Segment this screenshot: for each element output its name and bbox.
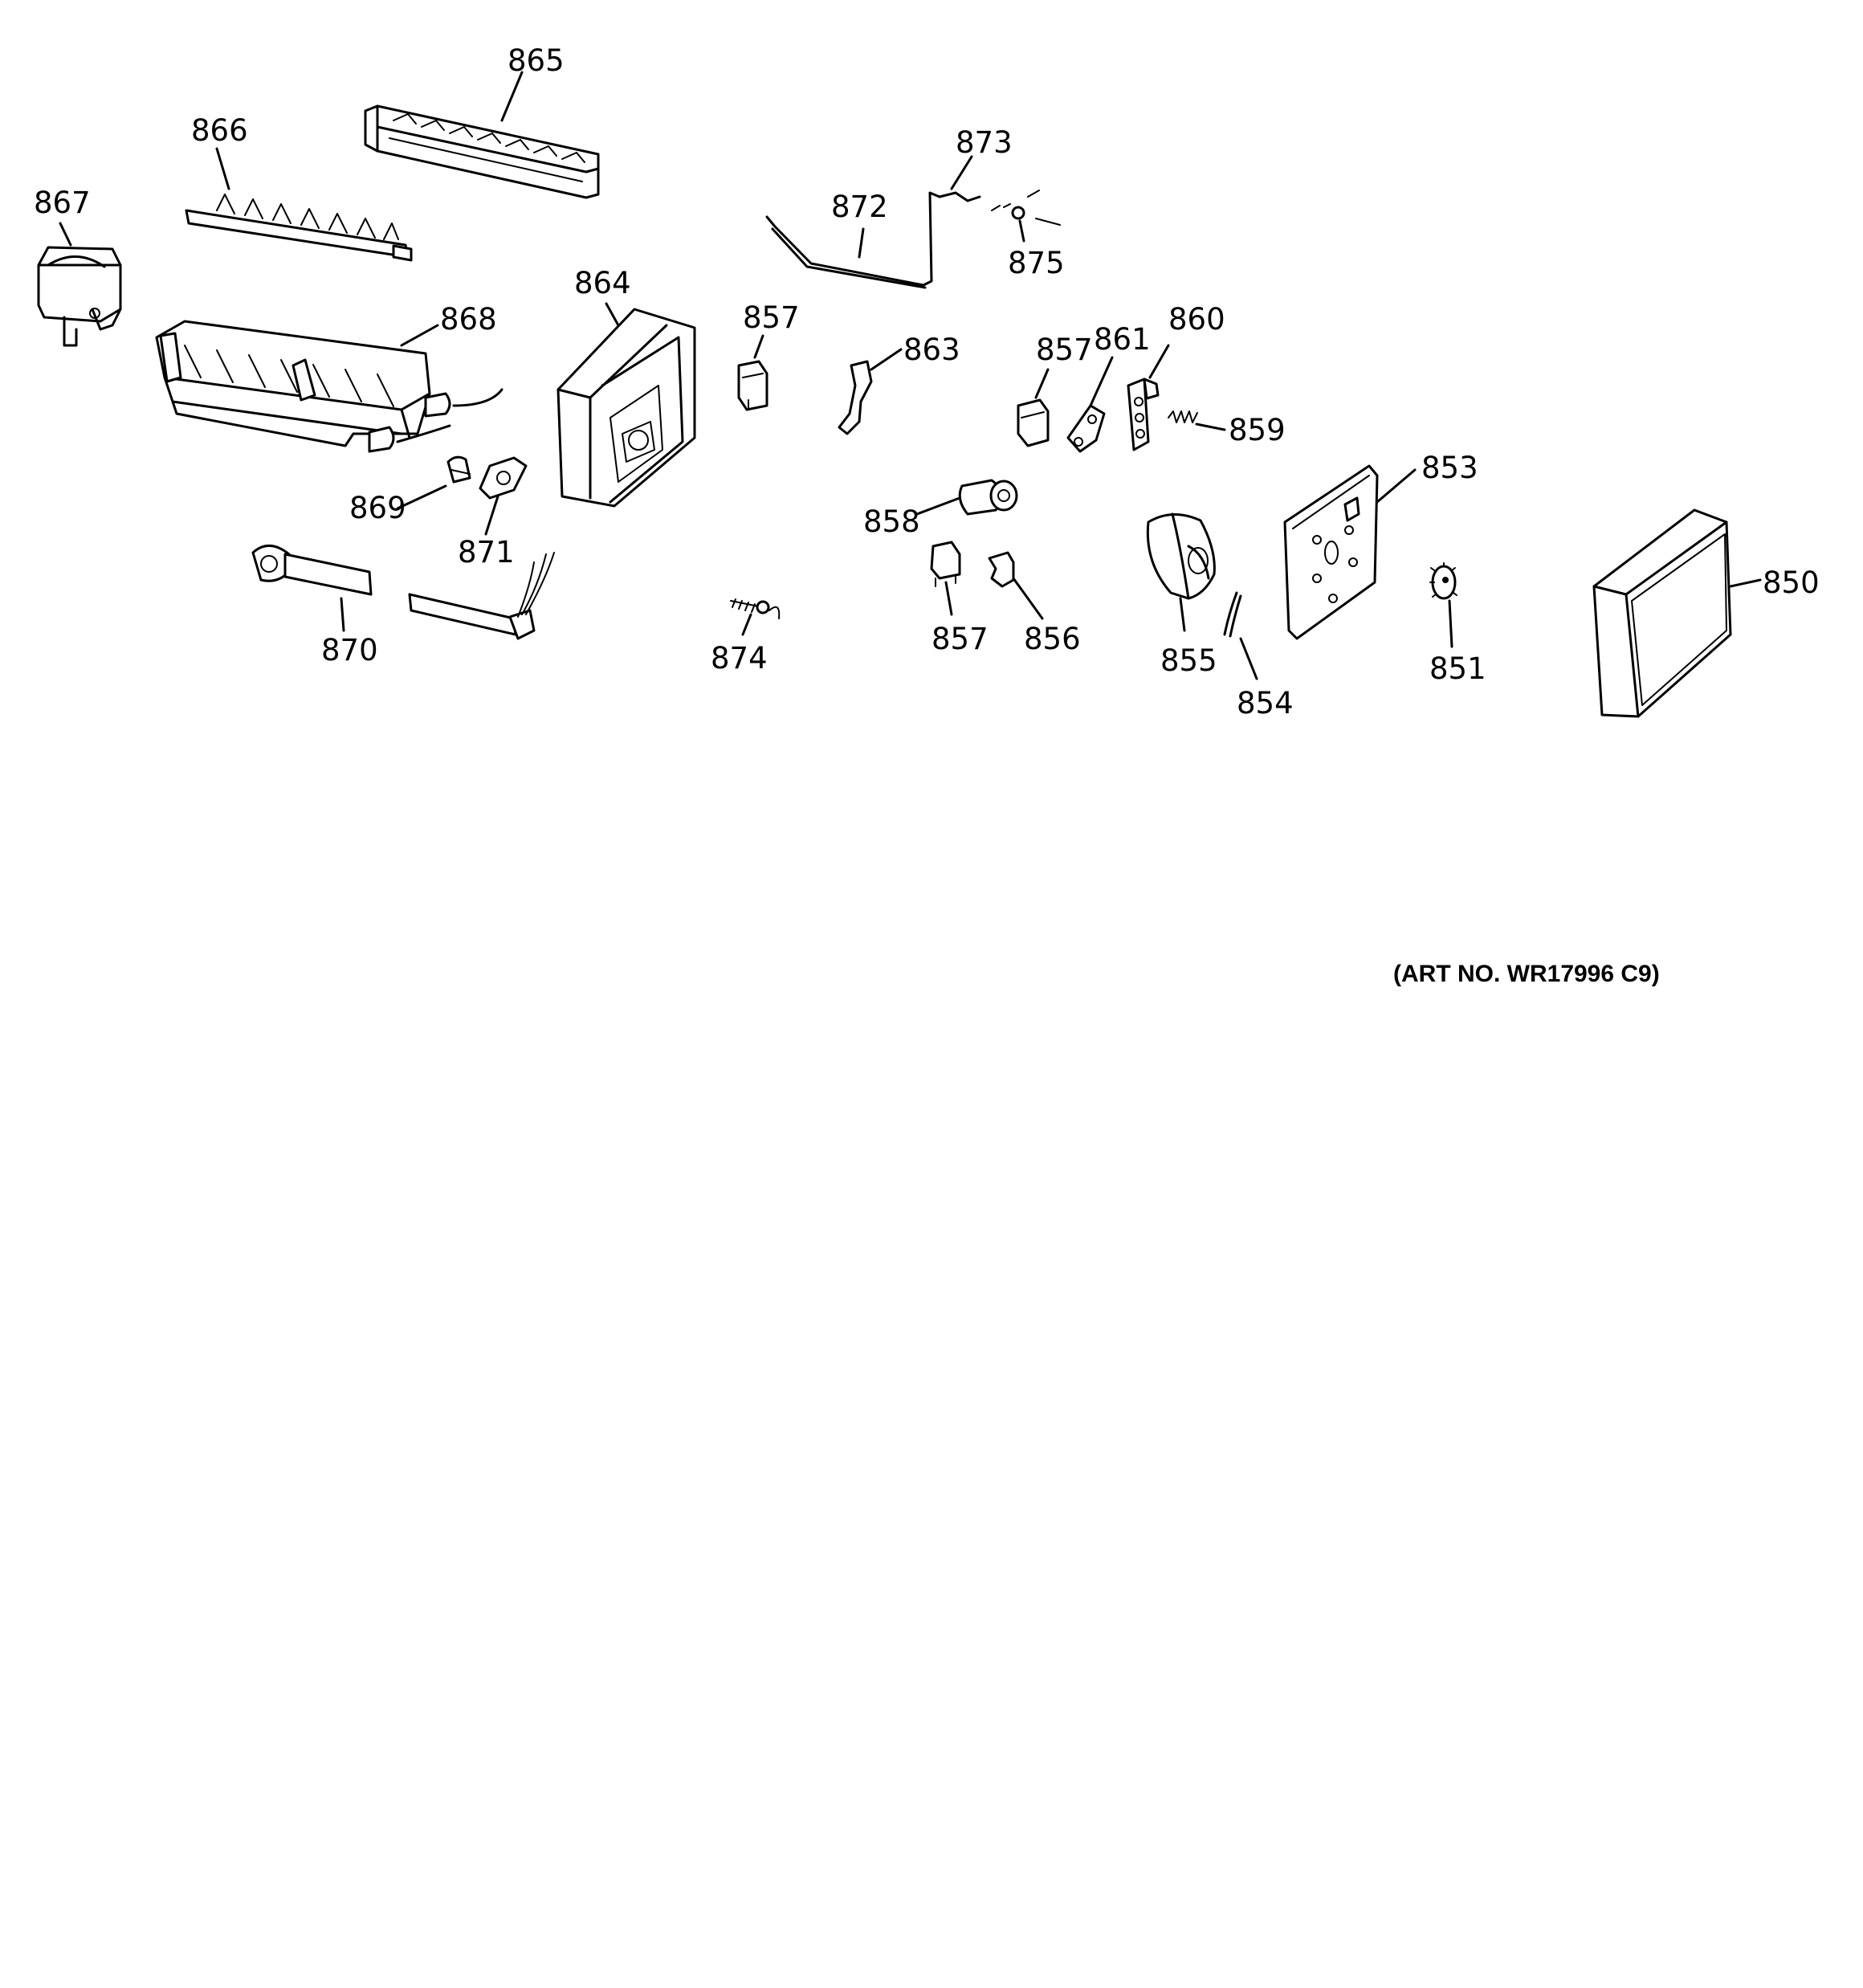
- callout-857-c: 857: [932, 622, 989, 656]
- part-859-spring: [1168, 410, 1226, 431]
- callout-868: 868: [440, 302, 497, 337]
- callout-871: 871: [458, 535, 515, 569]
- part-857-switch-a: [737, 334, 768, 411]
- part-857-switch-b: [1017, 368, 1050, 447]
- part-861-cam: [1066, 356, 1114, 453]
- part-868-mold: [155, 320, 503, 453]
- callout-874: 874: [711, 641, 768, 676]
- callout-858: 858: [863, 504, 920, 539]
- part-864-housing: [556, 302, 696, 508]
- part-851-gear: [1429, 562, 1457, 648]
- part-865-stripper: [364, 71, 600, 199]
- part-871: [479, 456, 528, 536]
- part-866-ejector: [185, 147, 413, 262]
- part-863-lever: [838, 348, 903, 435]
- callout-856: 856: [1024, 622, 1081, 656]
- callout-850: 850: [1763, 565, 1820, 600]
- callout-854: 854: [1237, 686, 1294, 720]
- callout-851: 851: [1429, 651, 1486, 686]
- part-874-screw: [730, 598, 781, 636]
- callout-865: 865: [508, 43, 565, 78]
- part-872-arm: [765, 191, 941, 289]
- callout-861: 861: [1094, 322, 1151, 357]
- callout-859: 859: [1229, 413, 1286, 447]
- part-867-cover: [37, 222, 122, 347]
- part-860-bracket: [1127, 344, 1170, 451]
- callout-866: 866: [191, 113, 248, 148]
- wire-harness: [408, 552, 555, 640]
- part-875: [991, 190, 1061, 243]
- callout-870: 870: [321, 633, 378, 667]
- part-850-cover: [1592, 508, 1762, 718]
- part-855-motor: [1146, 512, 1216, 632]
- callout-857-b: 857: [1036, 333, 1093, 367]
- callout-869: 869: [349, 491, 406, 525]
- part-869: [396, 455, 471, 510]
- callout-853: 853: [1421, 451, 1478, 485]
- callout-872: 872: [831, 190, 888, 224]
- callout-860: 860: [1168, 302, 1225, 337]
- part-856-clip: [988, 551, 1044, 620]
- callout-867: 867: [34, 186, 91, 220]
- part-858-thermostat: [915, 479, 1018, 516]
- part-870-fill-tube: [251, 545, 373, 632]
- part-873: [938, 155, 981, 202]
- callout-863: 863: [903, 333, 960, 367]
- art-number: (ART NO. WR17996 C9): [1393, 961, 1660, 987]
- part-854: [1223, 591, 1258, 680]
- callout-873: 873: [956, 125, 1013, 160]
- callout-864: 864: [574, 266, 631, 300]
- part-857-switch-c: [930, 541, 961, 616]
- callout-857-a: 857: [743, 300, 800, 335]
- part-853-plate: [1283, 464, 1417, 640]
- callout-875: 875: [1008, 246, 1065, 280]
- callout-855: 855: [1160, 643, 1217, 678]
